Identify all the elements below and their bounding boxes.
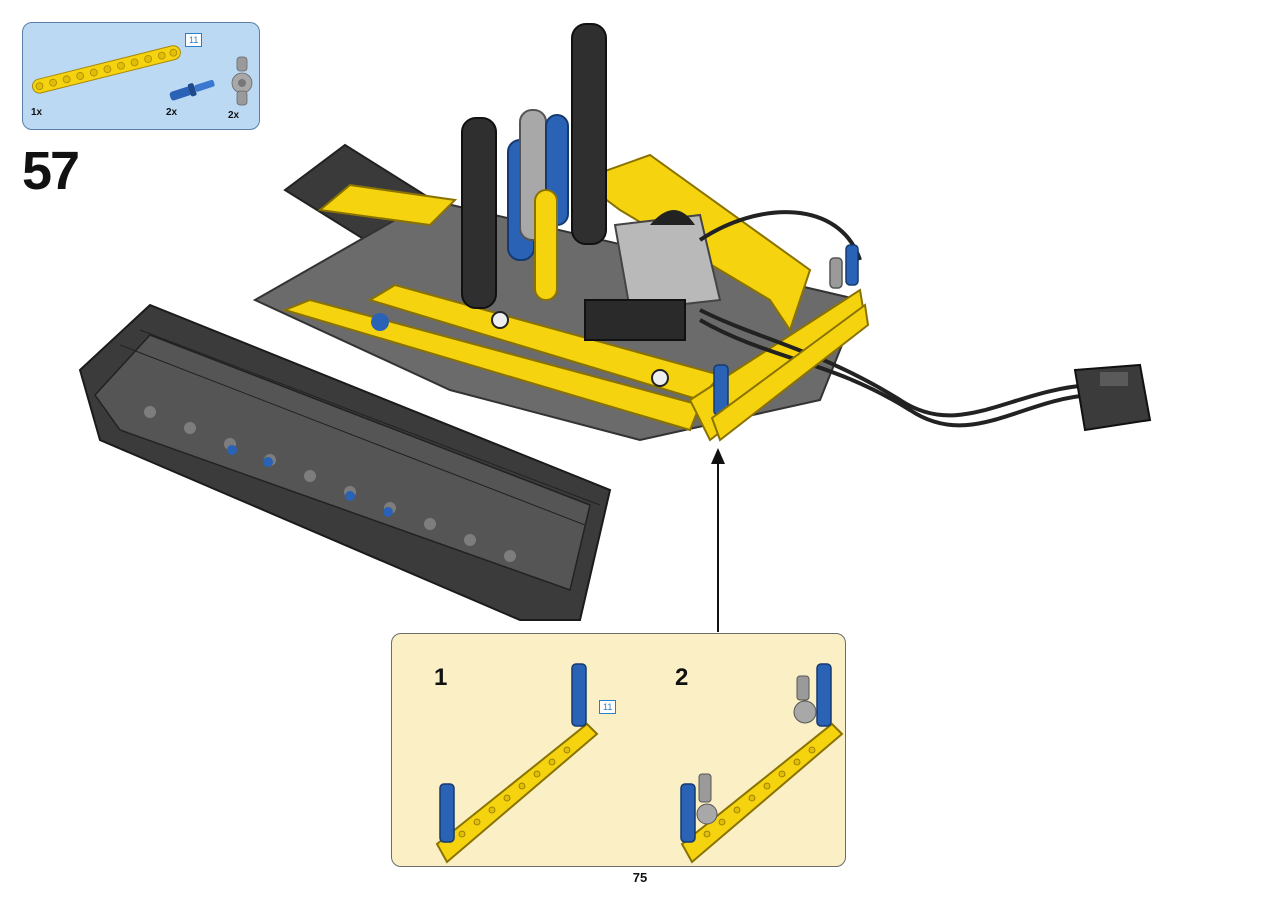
sub-step-2-illustration (680, 663, 844, 864)
part-quantity: 2x (228, 110, 240, 121)
step-number: 57 (22, 141, 80, 201)
part-length-tag: 11 (599, 700, 617, 714)
part-quantity: 1x (31, 107, 43, 118)
part-length-tag: 11 (185, 33, 203, 47)
crawler-model-illustration (78, 23, 1152, 621)
parts-list-box: 11 1x 2x 2x (22, 22, 260, 130)
blue-axle-pin-icon (169, 79, 215, 101)
sub-step-number: 1 (434, 664, 448, 691)
sub-step-1-illustration (435, 663, 599, 864)
sub-assembly-box: 1 2 11 (391, 633, 846, 867)
page-number: 75 (632, 870, 648, 885)
part-quantity: 2x (166, 107, 178, 118)
front-track (78, 303, 612, 621)
gray-axle-joiner-icon (231, 56, 253, 106)
sub-step-number: 2 (675, 664, 689, 691)
placement-arrow (711, 448, 725, 632)
yellow-liftarm-11-icon (31, 45, 181, 94)
